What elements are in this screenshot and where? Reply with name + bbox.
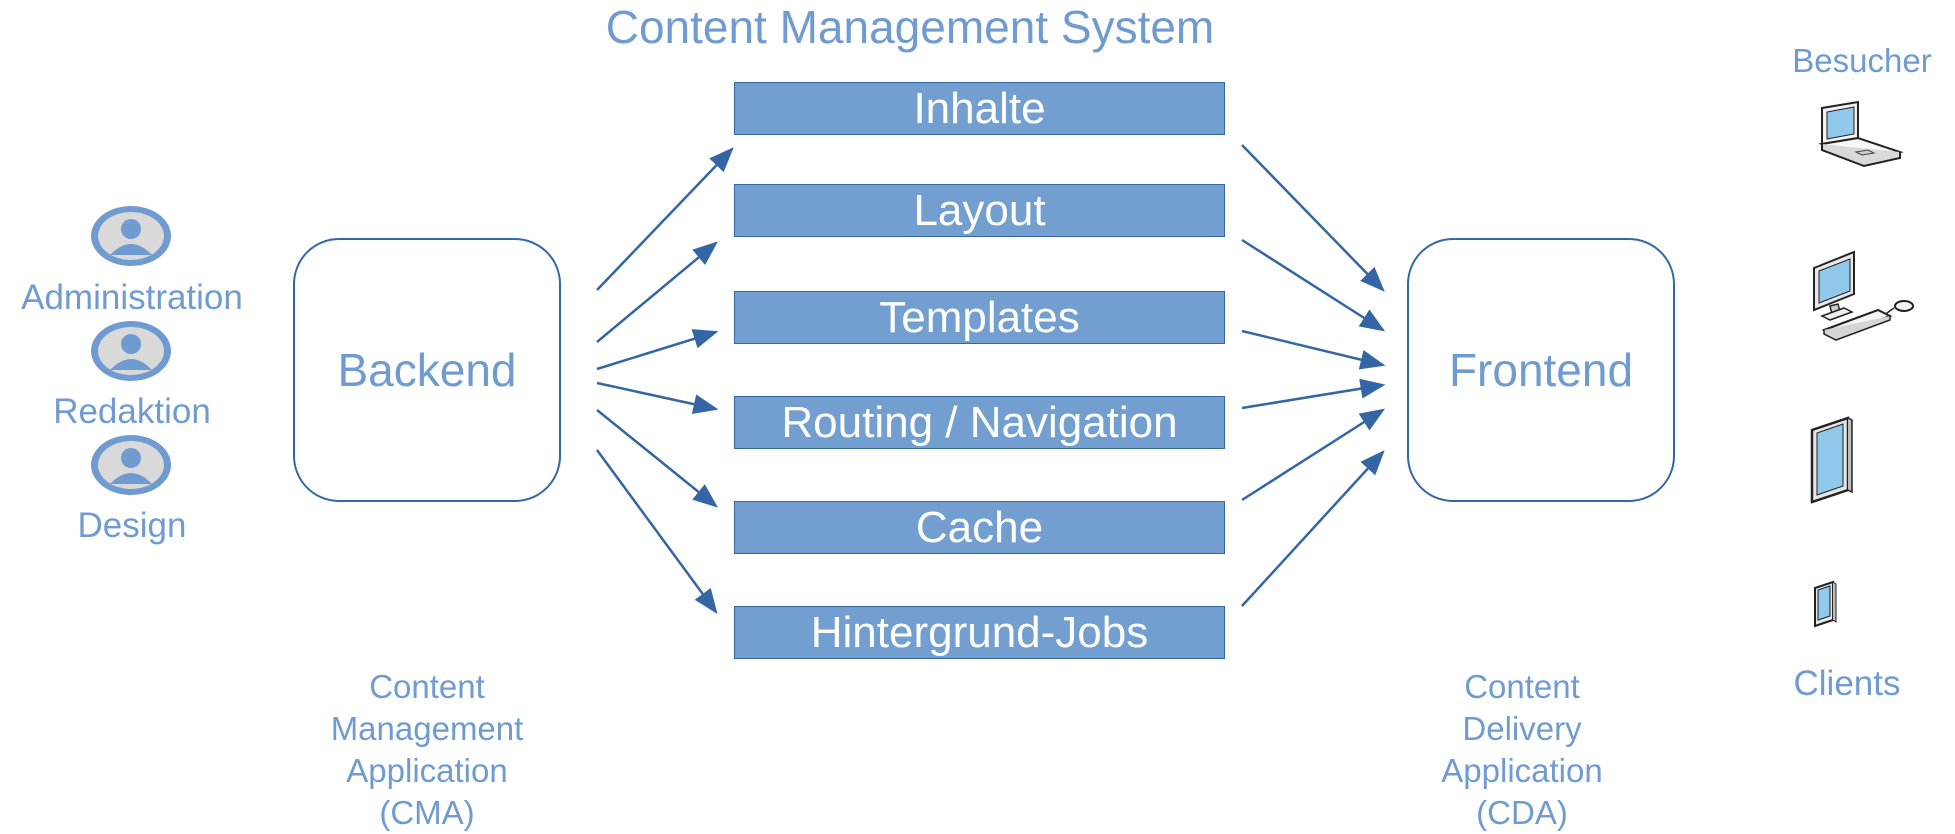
arrow-templates-frontend (1241, 329, 1386, 370)
user-avatar-icon (91, 321, 171, 381)
role-label-design: Design (77, 506, 187, 545)
frontend-box: Frontend (1407, 238, 1675, 502)
smartphone-icon (1814, 580, 1837, 628)
role-label-redaktion: Redaktion (53, 392, 211, 431)
arrow-cache-frontend (1241, 408, 1386, 502)
arrow-jobs-frontend (1241, 450, 1385, 607)
frontend-caption: Content Delivery Application (CDA) (1441, 668, 1603, 831)
visitors-label: Besucher (1792, 42, 1932, 79)
desktop-computer-icon (1813, 250, 1914, 341)
component-bar-templates: Templates (734, 291, 1225, 344)
backend-box: Backend (293, 238, 561, 502)
arrow-layout-frontend (1241, 238, 1386, 332)
component-bar-routing-navigation: Routing / Navigation (734, 396, 1225, 449)
backend-caption: Content Management Application (CMA) (330, 668, 524, 831)
user-avatar-icon (91, 206, 171, 266)
component-bar-hintergrund-jobs: Hintergrund-Jobs (734, 606, 1225, 659)
role-label-administration: Administration (21, 278, 243, 317)
component-bar-layout: Layout (734, 184, 1225, 237)
arrow-routing-frontend (1241, 378, 1386, 410)
backend-label: Backend (337, 344, 517, 396)
clients-label: Clients (1793, 664, 1901, 703)
arrow-inhalte-frontend (1241, 144, 1385, 292)
arrow-backend-layout (596, 241, 718, 343)
user-avatar-icon (91, 435, 171, 495)
tablet-icon (1810, 416, 1853, 504)
component-bar-cache: Cache (734, 501, 1225, 554)
laptop-icon (1818, 100, 1904, 168)
arrow-backend-routing (596, 381, 719, 414)
arrow-backend-jobs (595, 449, 718, 615)
diagram-title: Content Management System (605, 1, 1215, 53)
arrow-backend-cache (596, 409, 718, 508)
frontend-label: Frontend (1448, 344, 1634, 396)
arrow-backend-inhalte (596, 147, 734, 291)
component-bar-inhalte: Inhalte (734, 82, 1225, 135)
arrow-backend-templates (596, 329, 719, 371)
